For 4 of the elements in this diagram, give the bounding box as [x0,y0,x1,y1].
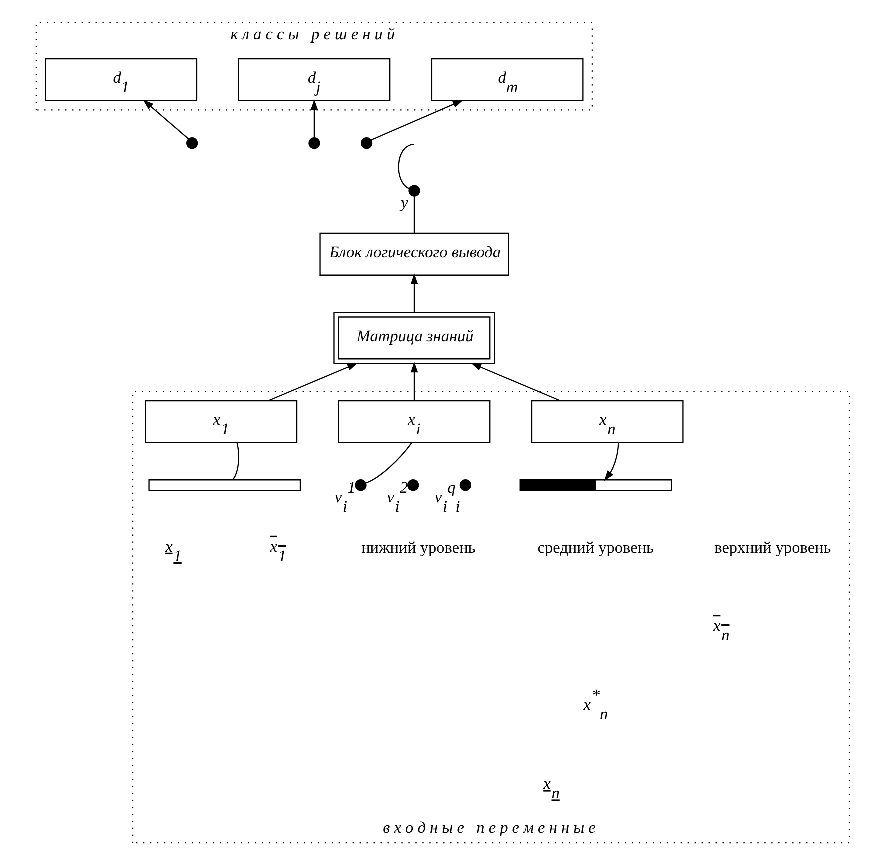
label: верхний уровень [714,538,832,557]
node-label: y [401,192,408,212]
label: нижний уровень [362,538,476,557]
label: средний уровень [538,538,654,557]
